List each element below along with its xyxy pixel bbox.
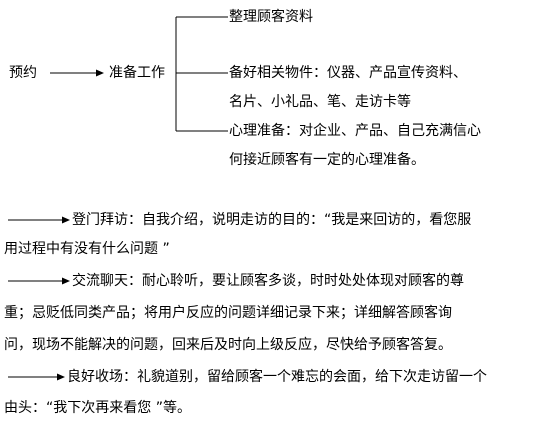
branch-item-2-cont: 名片、小礼品、笔、走访卡等 [229, 94, 411, 110]
step-1-line-2: 用过程中有没有什么问题 ” [4, 241, 170, 257]
step-2-line-3: 问，现场不能解决的问题，回来后及时向上级反应，尽快给予顾客答复。 [4, 337, 452, 353]
step-3-line-2: 由头：“我下次再来看您 ”等。 [4, 400, 191, 416]
branch-item-3: 心理准备：对企业、产品、自己充满信心 [229, 123, 481, 139]
arrow-head-icon [96, 69, 104, 77]
branch-item-1: 整理顾客资料 [229, 9, 313, 25]
step-3-line-1: 良好收场：礼貌道别，留给顾客一个难忘的会面，给下次走访留一个 [67, 369, 487, 385]
start-node-label: 预约 [9, 65, 37, 81]
arrow-head-icon [62, 277, 70, 285]
branch-item-3-cont: 何接近顾客有一定的心理准备。 [229, 152, 425, 168]
step-2-line-2: 重；忌贬低同类产品；将用户反应的问题详细记录下来；详细解答顾客询 [4, 305, 452, 321]
arrow-head-icon [62, 216, 70, 224]
step-1-line-1: 登门拜访：自我介绍，说明走访的目的：“我是来回访的，看您服 [72, 212, 472, 228]
branch-item-2: 备好相关物件：仪器、产品宣传资料、 [229, 65, 467, 81]
prep-node-label: 准备工作 [109, 65, 165, 81]
step-2-line-1: 交流聊天：耐心聆听，要让顾客多谈，时时处处体现对顾客的尊 [72, 273, 464, 289]
arrow-head-icon [57, 373, 65, 381]
